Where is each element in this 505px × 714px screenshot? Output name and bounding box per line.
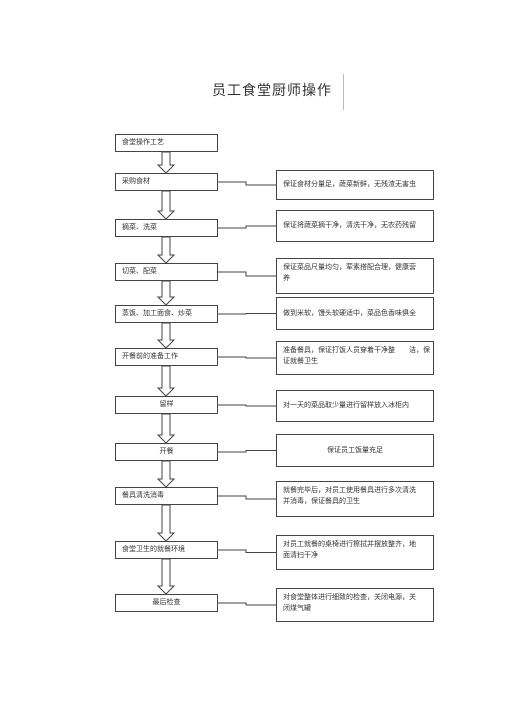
note-connector (218, 181, 276, 186)
note-box-3: 保证菜品尺量均匀，荤素搭配合理，健康营养 (276, 258, 434, 294)
process-header-box: 食堂操作工艺 (115, 134, 218, 152)
note-box-10: 对食堂整体进行细致的检查，关闭电源，关闭煤气罐 (276, 588, 434, 622)
note-box-2: 保证将蔬菜摘干净，清洗干净，无农药残留 (276, 210, 434, 242)
note-text-line: 保证员工饭量充足 (327, 445, 383, 454)
step-label: 采购食材 (122, 177, 150, 186)
note-text-line: 准备餐具，保证打饭人员穿着干净整 洁，保 (283, 346, 430, 354)
flow-arrow (156, 151, 176, 174)
page-title: 员工食堂厨师操作 (212, 83, 332, 99)
note-text-line: 对食堂整体进行细致的检查，关闭电源，关 (283, 593, 416, 601)
note-box-5: 准备餐具，保证打饭人员穿着干净整 洁，保证就餐卫生 (276, 341, 434, 375)
note-text-line: 保证食材分量足，蔬菜新鲜，无残渣无害虫 (283, 180, 416, 189)
note-text-line: 面清扫干净 (283, 551, 318, 560)
step-label: 切菜、配菜 (122, 267, 157, 276)
note-box-7: 保证员工饭量充足 (276, 434, 434, 467)
step-label: 摘菜、洗菜 (122, 223, 157, 232)
step-box-10: 最后检查 (115, 594, 218, 612)
flow-arrow (156, 504, 176, 542)
title-divider (343, 74, 344, 110)
flow-arrow (156, 413, 176, 444)
flow-arrow (156, 322, 176, 349)
note-text-line: 保证将蔬菜摘干净，清洗干净，无农药残留 (283, 221, 416, 230)
step-box-5: 开餐前的准备工作 (115, 348, 218, 366)
note-connector (218, 495, 276, 500)
note-box-6: 对一天的菜品取少量进行留样放入冰柜内 (276, 390, 434, 422)
step-box-9: 食堂卫生的就餐环境 (115, 541, 218, 559)
step-label: 餐具清洗消毒 (122, 491, 164, 500)
step-box-2: 摘菜、洗菜 (115, 219, 218, 237)
step-label: 开餐前的准备工作 (122, 352, 178, 361)
step-box-8: 餐具清洗消毒 (115, 487, 218, 505)
step-box-7: 开餐 (115, 443, 218, 461)
step-box-1: 采购食材 (115, 173, 218, 191)
step-label: 蒸饭、加工面食、炒菜 (122, 309, 192, 318)
note-connector (218, 225, 276, 229)
note-text-line: 并消毒，保证餐具的卫生 (283, 497, 360, 506)
note-connector (218, 271, 276, 277)
flow-arrow (156, 365, 176, 397)
note-connector (218, 313, 276, 315)
note-connector (218, 356, 276, 359)
flow-arrow (156, 460, 176, 488)
note-box-1: 保证食材分量足，蔬菜新鲜，无残渣无害虫 (276, 170, 434, 200)
note-connector (218, 602, 276, 606)
note-text-line: 闭煤气罐 (283, 604, 311, 613)
note-text-line: 做到米软，馒头软硬适中，菜品色香味俱全 (283, 308, 416, 317)
step-box-4: 蒸饭、加工面食、炒菜 (115, 305, 218, 323)
flow-arrow (156, 236, 176, 264)
note-connector (218, 404, 276, 407)
step-label: 留样 (159, 400, 174, 409)
note-text-line: 养 (283, 274, 290, 283)
flow-arrow (156, 190, 176, 220)
note-text-line: 对员工就餐的桌椅进行擦拭并摆放整齐，地 (283, 540, 416, 548)
step-box-3: 切菜、配菜 (115, 263, 218, 281)
step-box-6: 留样 (115, 396, 218, 414)
process-header-label: 食堂操作工艺 (122, 138, 164, 147)
note-text-line: 保证菜品尺量均匀，荤素搭配合理，健康营 (283, 263, 416, 271)
note-box-8: 就餐完毕后，对员工使用餐具进行多次清洗并消毒，保证餐具的卫生 (276, 481, 434, 517)
flow-arrow (156, 280, 176, 306)
note-text-line: 就餐完毕后，对员工使用餐具进行多次清洗 (283, 486, 416, 494)
note-box-4: 做到米软，馒头软硬适中，菜品色香味俱全 (276, 297, 434, 330)
note-text-line: 对一天的菜品取少量进行留样放入冰柜内 (283, 401, 409, 410)
step-label: 最后检查 (152, 598, 181, 607)
step-label: 开餐 (159, 447, 174, 456)
note-connector (218, 549, 276, 553)
flow-arrow (156, 558, 176, 595)
note-connector (218, 450, 276, 453)
note-text-line: 证就餐卫生 (283, 357, 318, 366)
step-label: 食堂卫生的就餐环境 (122, 545, 185, 554)
note-box-9: 对员工就餐的桌椅进行擦拭并摆放整齐，地面清扫干净 (276, 535, 434, 570)
